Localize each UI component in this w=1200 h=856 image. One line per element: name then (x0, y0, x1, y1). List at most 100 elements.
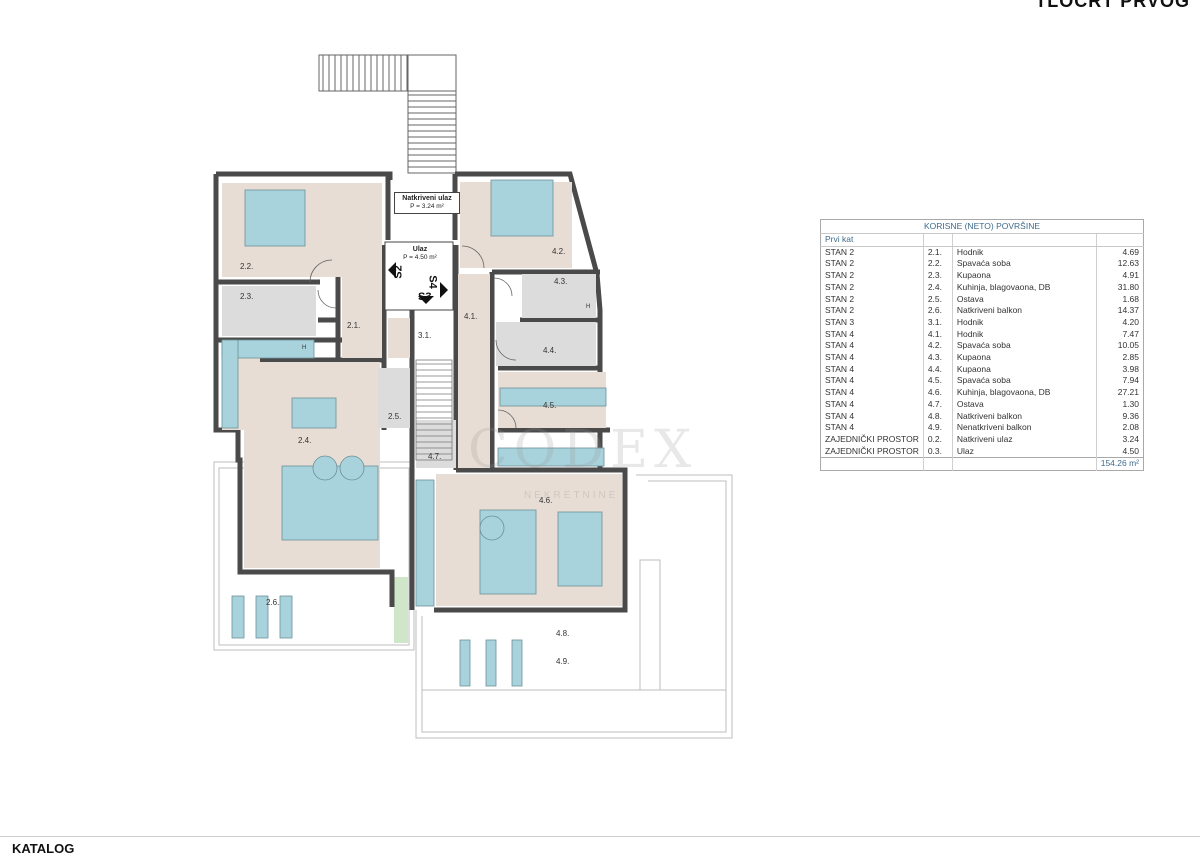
double-bed (244, 189, 306, 247)
furniture (221, 179, 607, 687)
unit-cell: STAN 3 (820, 316, 924, 329)
room-label: 2.6. (266, 598, 280, 607)
arrow-left-icon (388, 262, 396, 278)
unit-cell: STAN 4 (820, 387, 924, 399)
area-cell: 2.85 (1122, 352, 1139, 363)
unit-cell: ZAJEDNIČKI PROSTOR (820, 433, 924, 446)
code-cell: 4.5. (923, 375, 953, 388)
area-cell: 7.94 (1122, 375, 1139, 386)
area-cell: 10.05 (1117, 340, 1139, 351)
room-cell: Nenatkriveni balkon (952, 422, 1097, 434)
room-label: 4.8. (556, 629, 570, 638)
room-label: 4.9. (556, 657, 570, 666)
double-bed (490, 179, 554, 237)
room-label: 4.3. (554, 277, 568, 286)
bedroom-bench (499, 387, 607, 407)
covered-entry-area: P = 3.24 m² (410, 203, 444, 211)
appliance-mark: H (586, 304, 591, 310)
planter-strip (394, 577, 408, 643)
exterior-staircase (318, 54, 457, 174)
room-cell: Ulaz (952, 445, 1097, 458)
code-cell: 0.3. (923, 445, 953, 458)
door-swings (309, 245, 517, 429)
area-cell: 27.21 (1117, 387, 1139, 398)
code-cell: 4.2. (923, 340, 953, 353)
area-cell: 1.30 (1122, 398, 1139, 409)
area-cell: 2.08 (1122, 422, 1139, 433)
area-cell: 3.98 (1122, 363, 1139, 374)
unit-cell: STAN 4 (820, 352, 924, 364)
sun-lounger (485, 639, 497, 687)
code-cell: 4.9. (923, 422, 953, 434)
room-cell: Kuhinja, blagovaona, DB (952, 387, 1097, 399)
room-label: 4.1. (464, 312, 478, 321)
unit-cell: ZAJEDNIČKI PROSTOR (820, 445, 924, 458)
room-label: 2.4. (298, 436, 312, 445)
room-label: 4.5. (543, 401, 557, 410)
table-title: KORISNE (NETO) POVRŠINE (820, 219, 1144, 234)
room-label: 2.5. (388, 412, 402, 421)
dining-table (291, 397, 337, 429)
unit-cell: STAN 4 (820, 340, 924, 353)
room-label: 4.4. (543, 346, 557, 355)
room-2-5 (378, 368, 410, 428)
armchair (312, 455, 338, 481)
table-section-row: Prvi kat (820, 233, 1144, 247)
stair-side-storage (415, 479, 435, 607)
code-cell: 4.1. (923, 328, 953, 341)
unit-cell: STAN 4 (820, 375, 924, 388)
stair-tag: S3 (418, 291, 432, 303)
arrow-down-icon (418, 296, 434, 304)
page-title: TLOCRT PRVOG (1035, 0, 1190, 11)
watermark-subtitle: NEKRETNINE (524, 490, 619, 501)
room-label: 4.2. (552, 247, 566, 256)
stair-tag: S2 (392, 265, 405, 279)
code-cell: 2.5. (923, 293, 953, 306)
entry-box: Ulaz P = 4.50 m² (393, 244, 447, 264)
code-cell: 2.2. (923, 258, 953, 271)
table-title-row: KORISNE (NETO) POVRŠINE (820, 219, 1144, 234)
watermark-logo: CODEX (468, 420, 698, 480)
area-cell: 1.68 (1122, 293, 1139, 304)
unit-cell: STAN 2 (820, 258, 924, 271)
code-cell: 2.3. (923, 270, 953, 282)
entry-hall (384, 241, 454, 311)
unit-cell: STAN 2 (820, 293, 924, 306)
unit-cell: STAN 2 (820, 270, 924, 282)
unit-cell: STAN 4 (820, 328, 924, 341)
room-cell: Kupaona (952, 270, 1097, 282)
room-4-1 (458, 274, 490, 468)
unit-cell: STAN 4 (820, 422, 924, 434)
room-cell: Natkriveni balkon (952, 305, 1097, 317)
area-cell: 4.91 (1122, 270, 1139, 281)
terrace-outlines (213, 461, 733, 739)
unit-cell: STAN 2 (820, 281, 924, 294)
room-4-3 (522, 274, 596, 318)
unit-cell: STAN 4 (820, 363, 924, 376)
room-cell: Natkriveni ulaz (952, 433, 1097, 446)
area-cell: 7.47 (1122, 328, 1139, 339)
room-cell: Spavaća soba (952, 258, 1097, 271)
entry-title: Ulaz (412, 246, 428, 253)
unit-cell: STAN 2 (820, 246, 924, 259)
kitchen-counter (221, 339, 239, 429)
unit-cell: STAN 2 (820, 305, 924, 317)
dining-table (557, 511, 603, 587)
unit-cell: STAN 4 (820, 410, 924, 423)
room-label: 4.6. (539, 496, 553, 505)
code-cell: 4.6. (923, 387, 953, 399)
room-cell: Hodnik (952, 316, 1097, 329)
page-footer: KATALOG (0, 836, 1200, 856)
room-cell: Hodnik (952, 328, 1097, 341)
code-cell: 3.1. (923, 316, 953, 329)
